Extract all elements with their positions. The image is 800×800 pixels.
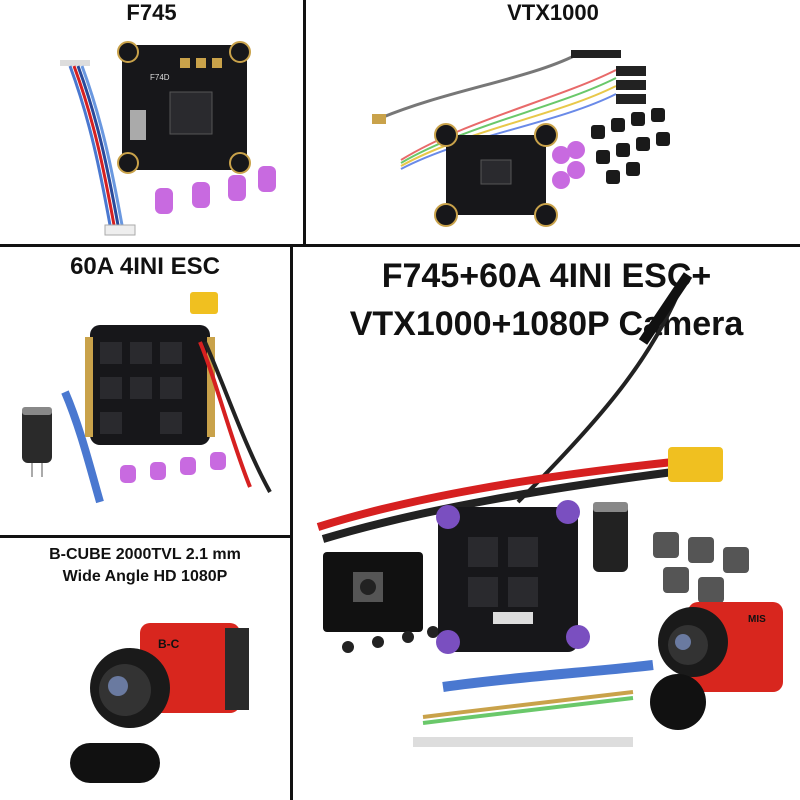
panel-title-bundle-line2: VTX1000+1080P Camera [349,305,744,343]
xt60-connector-bundle [668,447,723,482]
board-silkscreen: F74D [150,73,170,82]
camera-brand-text: B-C [158,637,180,651]
nylon-hardware [591,108,670,184]
panel-title-bundle-line1: F745+60A 4INI ESC+ [381,257,712,295]
capacitor-bundle [593,502,628,572]
divider-vertical-bottom [290,247,293,800]
f745-board-illustration: F74D [60,41,276,236]
purple-grommets [155,166,276,214]
camera-body [70,623,249,783]
xt60-connector [190,292,218,314]
vtx1000-illustration [372,50,670,227]
panel-esc: 60A 4INI ESC [0,247,290,535]
esc-pcb [85,325,215,445]
capacitor [22,407,52,477]
panel-vtx1000: VTX1000 [306,0,800,244]
panel-title-f745: F745 [126,0,177,25]
f745-pcb [117,41,251,174]
bundle-illustration: MIS [316,272,783,747]
ribbon-cable [60,60,136,236]
panel-bundle: F745+60A 4INI ESC+ VTX1000+1080P Camera [293,247,800,800]
hardware-bundle [653,532,749,603]
panel-title-camera-line2: Wide Angle HD 1080P [62,568,228,585]
panel-title-esc: 60A 4INI ESC [70,253,220,280]
vtx-pcb [434,123,558,227]
divider-vertical-top [303,0,306,247]
screws [342,626,439,653]
panel-f745: F745 F74D [0,0,303,244]
flight-stack [436,500,590,654]
purple-grommets-vtx [552,141,585,189]
esc-illustration [22,292,272,504]
panel-camera: B-CUBE 2000TVL 2.1 mm Wide Angle HD 1080… [0,538,290,800]
divider-horizontal-left [0,535,292,538]
camera-bundle [650,602,783,730]
panel-title-camera-line1: B-CUBE 2000TVL 2.1 mm [49,546,241,563]
divider-horizontal-top [0,244,800,247]
purple-grommets-esc [120,452,226,483]
camera-brand-text-bundle: MIS [748,614,766,625]
osd-board [323,552,423,632]
panel-title-vtx1000: VTX1000 [507,0,599,25]
camera-illustration: B-C [70,623,249,783]
